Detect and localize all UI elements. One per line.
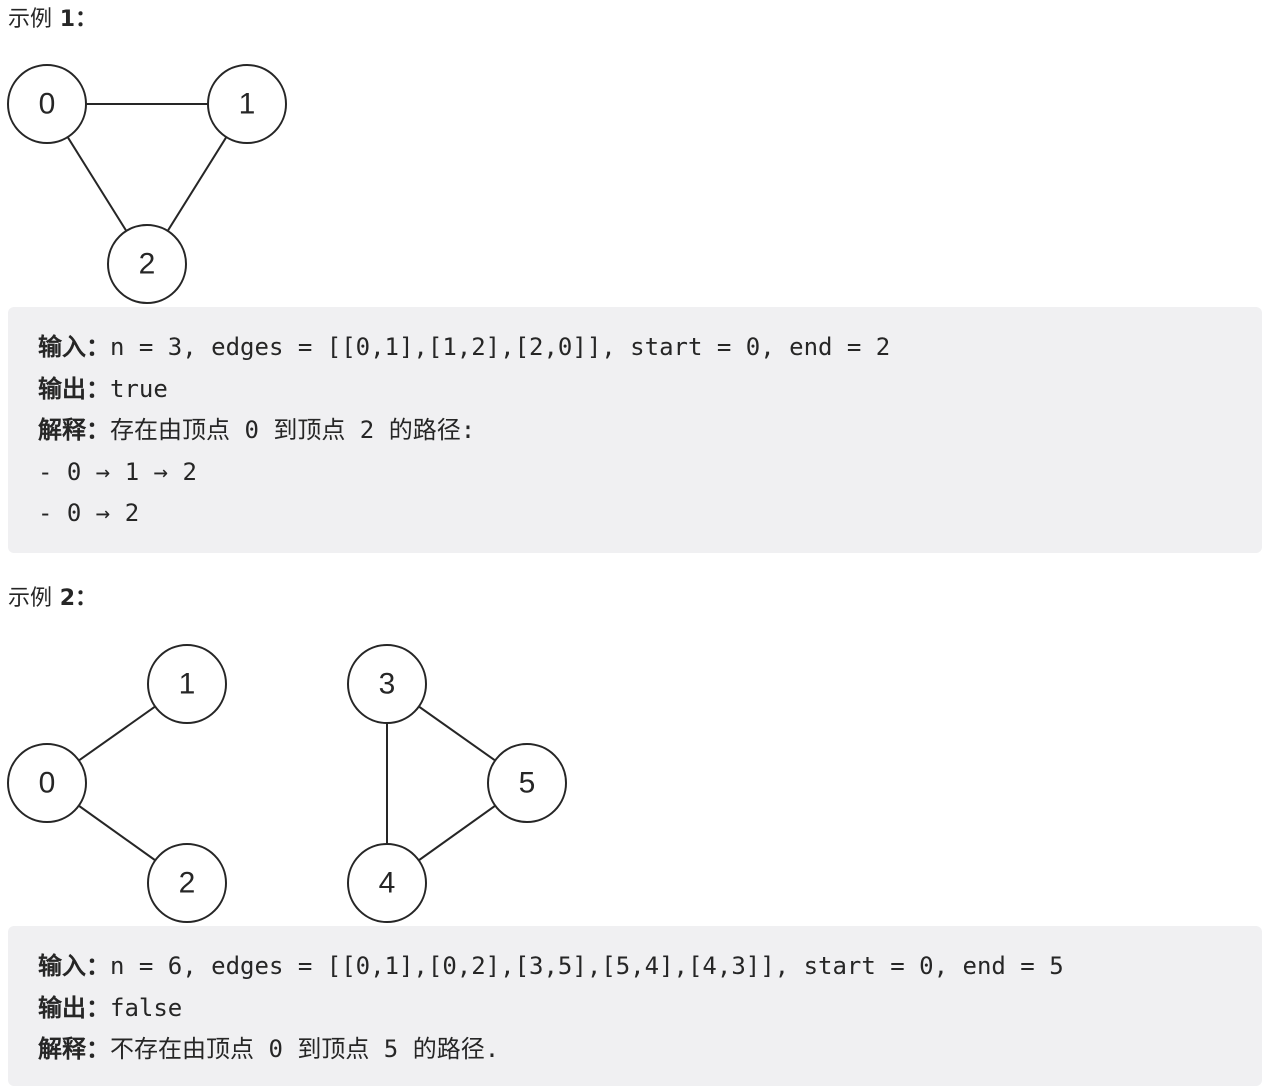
output-key: 输出： [38, 993, 110, 1022]
graph-node: 1 [147, 644, 227, 724]
explanation-key: 解释： [38, 416, 110, 444]
path-line: - 0 → 2 [38, 499, 140, 527]
example-1-heading-label: 示例 [8, 7, 53, 32]
example-1-heading-number: 1： [59, 7, 97, 32]
explanation-value: 存在由顶点 0 到顶点 2 的路径: [110, 416, 476, 444]
explanation-value: 不存在由顶点 0 到顶点 5 的路径. [110, 1035, 500, 1063]
node-label: 0 [39, 767, 56, 800]
output-key: 输出： [38, 374, 110, 403]
graph-node: 1 [207, 64, 287, 144]
output-line: 输出：false [38, 988, 1262, 1030]
output-value: true [110, 374, 168, 403]
graph-node: 2 [107, 224, 187, 304]
node-label: 2 [179, 867, 196, 900]
path-line: - 0 → 1 → 2 [38, 457, 197, 486]
node-label: 1 [239, 88, 256, 121]
graph-node: 3 [347, 644, 427, 724]
input-key: 输入： [38, 333, 110, 361]
example-2-graph: 0 1 2 3 4 5 [7, 644, 567, 923]
node-label: 5 [519, 767, 536, 800]
example-1-heading: 示例 1： [8, 5, 97, 35]
explanation-key: 解释： [38, 1035, 110, 1063]
node-label: 1 [179, 668, 196, 701]
example-2-heading-label: 示例 [8, 586, 53, 611]
node-label: 4 [379, 867, 396, 900]
input-line: 输入：n = 6, edges = [[0,1],[0,2],[3,5],[5,… [38, 946, 1262, 988]
example-2-heading-number: 2： [59, 586, 97, 611]
graph-node: 2 [147, 843, 227, 923]
input-line: 输入：n = 3, edges = [[0,1],[1,2],[2,0]], s… [38, 327, 1262, 369]
node-label: 0 [39, 88, 56, 121]
graph-node: 0 [7, 743, 87, 823]
input-key: 输入： [38, 952, 110, 980]
example-1-graph: 0 1 2 [7, 64, 287, 304]
explanation-line: 解释：存在由顶点 0 到顶点 2 的路径: [38, 410, 1262, 452]
example-2-code-block: 输入：n = 6, edges = [[0,1],[0,2],[3,5],[5,… [8, 926, 1262, 1086]
input-value: n = 3, edges = [[0,1],[1,2],[2,0]], star… [110, 333, 891, 361]
example-2-heading: 示例 2： [8, 584, 97, 614]
input-value: n = 6, edges = [[0,1],[0,2],[3,5],[5,4],… [110, 952, 1064, 980]
graph-node: 4 [347, 843, 427, 923]
example-1-code-block: 输入：n = 3, edges = [[0,1],[1,2],[2,0]], s… [8, 307, 1262, 553]
graph-node: 5 [487, 743, 567, 823]
explanation-line: 解释：不存在由顶点 0 到顶点 5 的路径. [38, 1029, 1262, 1071]
graph-node: 0 [7, 64, 87, 144]
output-line: 输出：true [38, 369, 1262, 411]
node-label: 3 [379, 668, 396, 701]
output-value: false [110, 993, 183, 1022]
node-label: 2 [139, 248, 156, 281]
